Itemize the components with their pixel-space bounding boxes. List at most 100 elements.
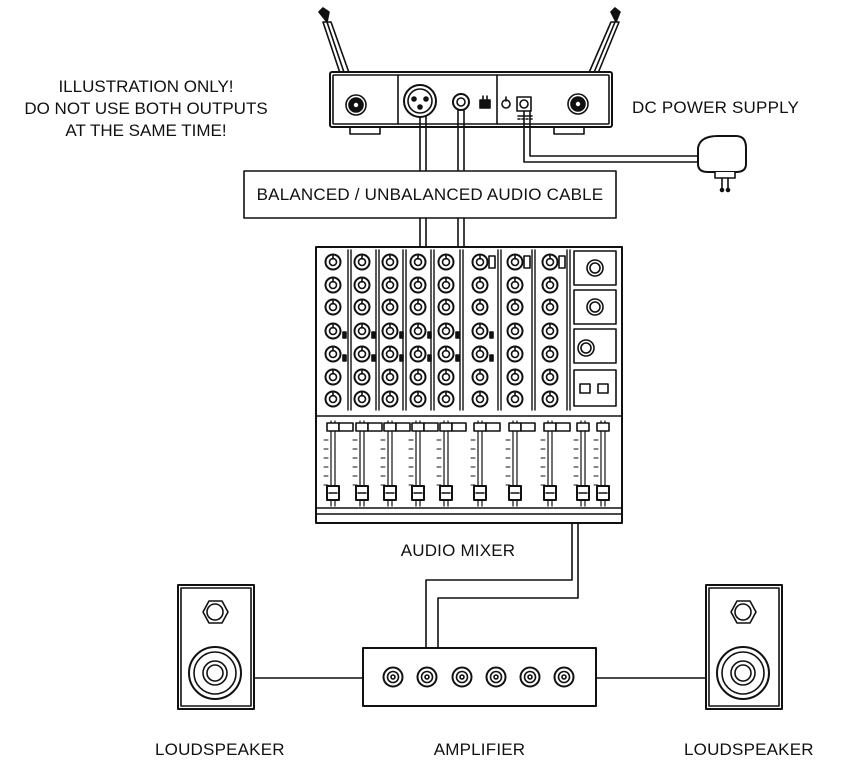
channel-knob [437,345,460,363]
channel-knob [324,345,347,363]
channel-knob [541,253,566,271]
channel-knob [541,322,559,340]
ground-lift-switch [479,95,491,109]
channel-fader [436,420,467,507]
audio-cable-box [243,170,617,219]
channel-knob [353,298,371,316]
channel-knob [437,276,455,294]
receiver-unit [318,7,621,135]
antenna-socket-left [345,94,367,116]
warning-line-2: DO NOT USE BOTH OUTPUTS [24,99,268,118]
channel-knob [437,298,455,316]
channel-knob [541,390,559,408]
channel-knob [506,368,524,386]
channel-knob [381,368,399,386]
warning-line-1: ILLUSTRATION ONLY! [58,77,234,96]
audio-mixer [315,246,623,524]
channel-knob [437,368,455,386]
channel-knob [437,390,455,408]
channel-knob [506,345,524,363]
channel-knob [353,390,371,408]
channel-knob [324,253,342,271]
channel-knob [471,322,494,340]
amplifier-label: AMPLIFIER [433,740,526,759]
loudspeaker-left-label: LOUDSPEAKER [155,740,285,759]
channel-knob [353,368,371,386]
mixer-input-cables [419,217,465,249]
dc-power-adapter [697,135,747,193]
mixer-to-amp-cables [425,522,579,649]
channel-knob [381,322,404,340]
channel-fader [323,420,354,507]
channel-knob [506,390,524,408]
channel-knob [381,345,404,363]
channel-knob [541,298,559,316]
channel-knob [541,368,559,386]
amplifier-knob [416,666,438,688]
channel-knob [471,298,489,316]
amplifier [362,647,597,707]
channel-knob [353,322,376,340]
amplifier-knob [451,666,473,688]
channel-knob [471,253,496,271]
channel-knob [506,322,524,340]
channel-fader [540,420,571,507]
amplifier-knob [553,666,575,688]
dc-input-socket [516,96,533,120]
channel-knob [471,368,489,386]
channel-knob [324,298,342,316]
channel-knob [506,253,531,271]
channel-knob [381,390,399,408]
channel-knob [437,253,455,271]
channel-knob [324,276,342,294]
audio-mixer-label: AUDIO MIXER [400,541,516,560]
channel-knob [506,298,524,316]
amplifier-knob [382,666,404,688]
audio-cable-label: BALANCED / UNBALANCED AUDIO CABLE [256,185,604,204]
channel-knob [409,276,427,294]
channel-fader [573,420,590,507]
dc-power-supply-label: DC POWER SUPPLY [632,98,800,117]
loudspeaker-left [177,584,255,710]
power-icon [501,96,511,109]
channel-knob [324,390,342,408]
channel-knob [409,298,427,316]
master-knobs [577,259,604,357]
dc-power-cable [523,110,699,163]
amplifier-knob [519,666,541,688]
channel-knob [381,276,399,294]
channel-knob [409,345,432,363]
channel-fader [352,420,383,507]
channel-knob [471,345,494,363]
jack-output [452,93,470,111]
channel-knob [381,298,399,316]
channel-fader [593,420,610,507]
antenna-socket-right [567,93,589,115]
channel-knob [409,390,427,408]
channel-knob [381,253,399,271]
channel-fader [505,420,536,507]
channel-knob [437,322,460,340]
xlr-output-jack [403,84,437,118]
channel-fader [380,420,411,507]
channel-knob [409,368,427,386]
channel-knob [506,276,524,294]
channel-knob [353,253,371,271]
channel-knob [324,322,347,340]
receiver-output-cables [419,109,465,172]
channel-knob [409,253,427,271]
loudspeaker-right [705,584,783,710]
warning-line-3: AT THE SAME TIME! [65,121,227,140]
channel-fader [408,420,439,507]
channel-knob [471,276,489,294]
warning-note: ILLUSTRATION ONLY! DO NOT USE BOTH OUTPU… [0,76,292,142]
channel-fader [470,420,501,507]
fader-bank [323,420,610,507]
channel-knob [353,276,371,294]
channel-knob [541,345,559,363]
channel-knob [409,322,432,340]
channel-knob [541,276,559,294]
channel-knob [324,368,342,386]
channel-knob-grid [324,253,566,408]
